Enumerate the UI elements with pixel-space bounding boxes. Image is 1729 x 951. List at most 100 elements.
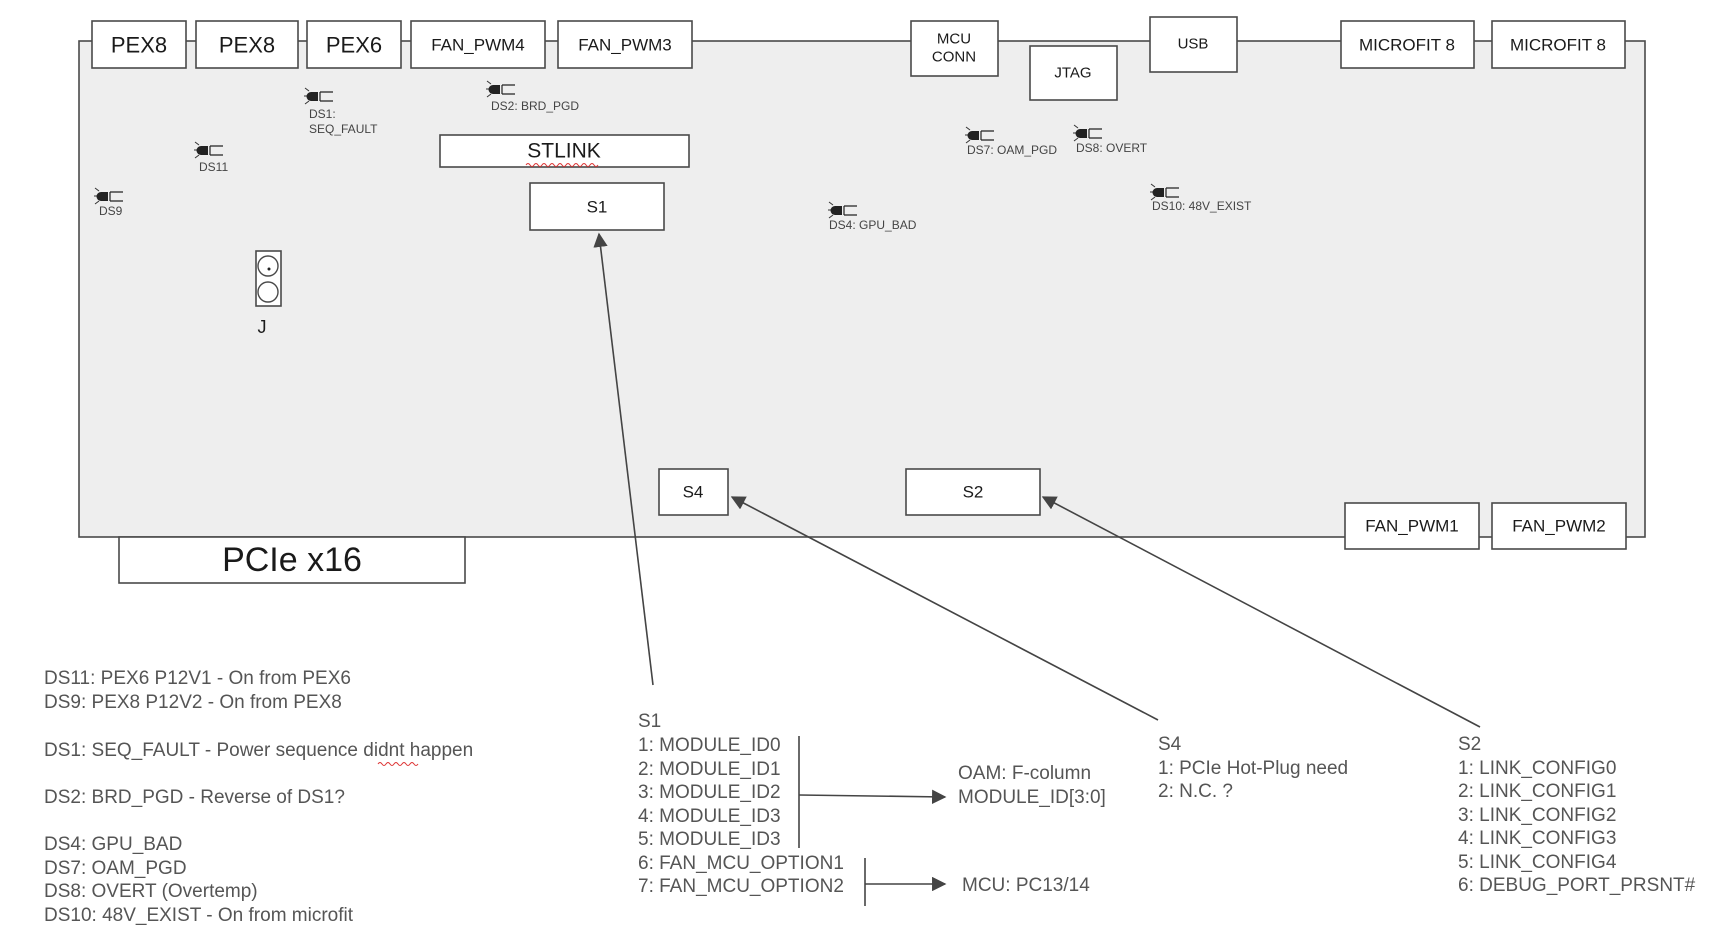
- connector-pex8-1: PEX8: [91, 20, 187, 69]
- switch-s1: S1: [529, 182, 665, 231]
- pcie-edge-connector: PCIe x16: [118, 536, 466, 584]
- s1-notes-item: 4: MODULE_ID3: [638, 806, 781, 827]
- switch-label: S1: [587, 198, 608, 217]
- jumper-j: J: [255, 250, 282, 337]
- led-label: DS9: [99, 204, 123, 218]
- connector-label: USB: [1178, 36, 1209, 53]
- led-icon: [1073, 124, 1102, 142]
- spellcheck-underline: [377, 762, 419, 766]
- spellcheck-underline: [525, 163, 599, 167]
- stlink-header: STLINK: [439, 134, 690, 168]
- s1-notes: S1 1: MODULE_ID0 2: MODULE_ID1 3: MODULE…: [638, 711, 1106, 906]
- s4-notes-title: S4: [1158, 734, 1182, 755]
- connector-jtag: JTAG: [1029, 45, 1118, 101]
- jumper-label: J: [258, 317, 267, 337]
- connector-label: PEX6: [326, 33, 382, 58]
- led-ds4: DS4: GPU_BAD: [828, 201, 917, 232]
- led-ds2: DS2: BRD_PGD: [486, 80, 579, 113]
- legend-line: DS1: SEQ_FAULT - Power sequence didnt ha…: [44, 740, 473, 761]
- led-icon: [304, 87, 333, 105]
- connector-label: FAN_PWM2: [1512, 517, 1606, 536]
- jumper-pin: [257, 281, 279, 303]
- connector-mcu-conn: MCU CONN: [910, 20, 999, 77]
- switch-label: S2: [963, 483, 984, 502]
- led-label: DS4: GPU_BAD: [829, 218, 917, 232]
- legend-line: DS11: PEX6 P12V1 - On from PEX6: [44, 668, 351, 689]
- connector-pex8-2: PEX8: [195, 20, 299, 69]
- arrow-module-id: [798, 789, 947, 805]
- s2-notes-title: S2: [1458, 734, 1481, 755]
- s2-notes-item: 2: LINK_CONFIG1: [1458, 781, 1616, 802]
- s4-notes-item: 2: N.C. ?: [1158, 781, 1233, 802]
- switch-s2: S2: [905, 468, 1041, 516]
- pin1-dot: [267, 267, 271, 271]
- legend-line: DS10: 48V_EXIST - On from microfit: [44, 905, 354, 926]
- led-label: DS8: OVERT: [1076, 141, 1148, 155]
- connector-label: MICROFIT 8: [1359, 36, 1455, 55]
- led-label: DS7: OAM_PGD: [967, 143, 1057, 157]
- arrow-s1: [593, 232, 654, 686]
- connector-label: FAN_PWM3: [578, 36, 672, 55]
- connector-fan-pwm3: FAN_PWM3: [557, 20, 693, 69]
- s2-notes-item: 5: LINK_CONFIG4: [1458, 852, 1617, 873]
- s2-notes-item: 4: LINK_CONFIG3: [1458, 828, 1616, 849]
- s2-notes: S2 1: LINK_CONFIG0 2: LINK_CONFIG1 3: LI…: [1458, 734, 1696, 896]
- arrow-s2: [1041, 496, 1481, 728]
- legend-line: DS9: PEX8 P12V2 - On from PEX8: [44, 692, 342, 713]
- switch-s4: S4: [658, 468, 729, 516]
- connector-label: FAN_PWM4: [431, 36, 525, 55]
- s2-notes-item: 1: LINK_CONFIG0: [1458, 758, 1616, 779]
- legend-line: DS4: GPU_BAD: [44, 834, 182, 855]
- led-icon: [194, 141, 223, 159]
- connector-microfit-2: MICROFIT 8: [1491, 20, 1626, 69]
- led-icon: [965, 126, 994, 144]
- s1-notes-item: 6: FAN_MCU_OPTION1: [638, 853, 844, 874]
- connector-label: PEX8: [111, 33, 167, 58]
- led-label: DS2: BRD_PGD: [491, 99, 579, 113]
- board-outline: [78, 40, 1646, 538]
- s1-notes-item: 1: MODULE_ID0: [638, 735, 781, 756]
- connector-label: CONN: [932, 49, 976, 66]
- pcie-label: PCIe x16: [222, 541, 362, 579]
- connector-label: FAN_PWM1: [1365, 517, 1459, 536]
- connector-usb: USB: [1149, 16, 1238, 73]
- led-label: DS1:: [309, 107, 336, 121]
- led-icon: [828, 201, 857, 219]
- led-label: DS10: 48V_EXIST: [1152, 199, 1252, 213]
- jumper-pin: [257, 255, 279, 277]
- connector-fan-pwm2: FAN_PWM2: [1491, 502, 1627, 550]
- led-ds1: DS1: SEQ_FAULT: [304, 87, 378, 136]
- led-label: SEQ_FAULT: [309, 122, 378, 136]
- legend-line: DS8: OVERT (Overtemp): [44, 881, 258, 902]
- s2-notes-item: 3: LINK_CONFIG2: [1458, 805, 1616, 826]
- led-ds10: DS10: 48V_EXIST: [1150, 183, 1252, 213]
- led-ds9: DS9: [94, 187, 123, 218]
- led-ds11: DS11: [194, 141, 228, 174]
- s1-notes-item: 2: MODULE_ID1: [638, 759, 781, 780]
- led-legend: DS11: PEX6 P12V1 - On from PEX6 DS9: PEX…: [44, 668, 473, 926]
- legend-line: DS2: BRD_PGD - Reverse of DS1?: [44, 787, 345, 808]
- s1-notes-title: S1: [638, 711, 661, 732]
- led-icon: [486, 80, 515, 98]
- legend-line: DS7: OAM_PGD: [44, 858, 187, 879]
- led-ds7: DS7: OAM_PGD: [965, 126, 1057, 157]
- mcu-note: MCU: PC13/14: [962, 875, 1090, 896]
- connector-label: JTAG: [1054, 65, 1091, 82]
- led-icon: [1150, 183, 1179, 201]
- connector-fan-pwm1: FAN_PWM1: [1344, 502, 1480, 550]
- connector-label: MCU: [937, 31, 971, 48]
- oam-note: OAM: F-column: [958, 763, 1091, 784]
- connector-fan-pwm4: FAN_PWM4: [410, 20, 546, 69]
- s1-notes-item: 3: MODULE_ID2: [638, 782, 781, 803]
- arrow-s4: [730, 496, 1159, 721]
- led-icon: [94, 187, 123, 205]
- s4-notes: S4 1: PCIe Hot-Plug need 2: N.C. ?: [1158, 734, 1348, 802]
- led-ds8: DS8: OVERT: [1073, 124, 1148, 155]
- stlink-label: STLINK: [527, 140, 601, 163]
- connector-pex6: PEX6: [306, 20, 402, 69]
- s1-notes-item: 7: FAN_MCU_OPTION2: [638, 876, 844, 897]
- connector-label: MICROFIT 8: [1510, 36, 1606, 55]
- connector-microfit-1: MICROFIT 8: [1340, 20, 1475, 69]
- s1-notes-item: 5: MODULE_ID3: [638, 829, 781, 850]
